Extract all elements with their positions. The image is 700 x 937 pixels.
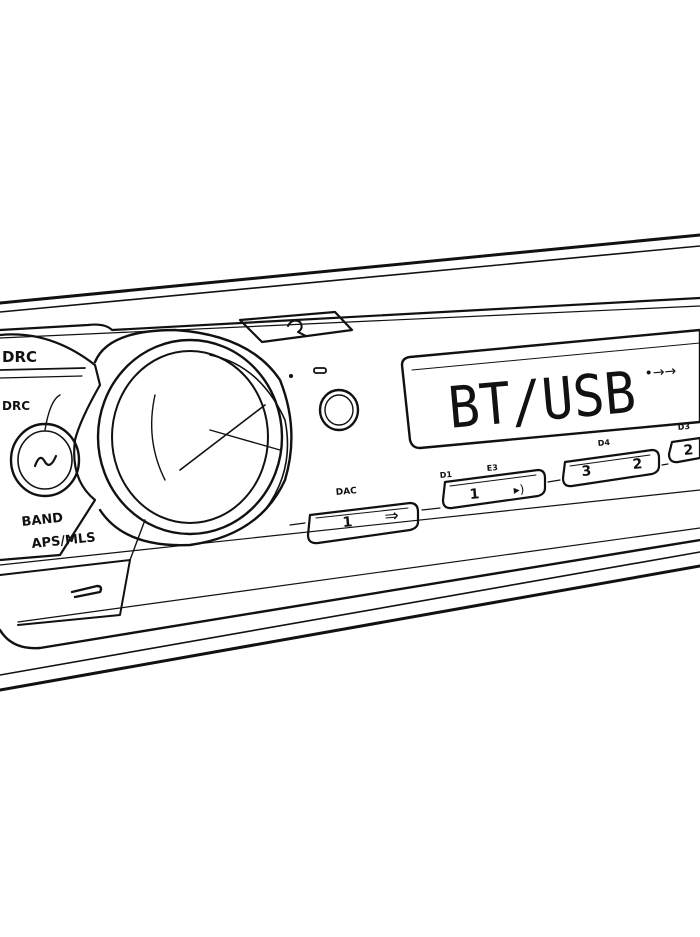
drc-top-label: DRC (2, 348, 37, 366)
eject-button[interactable] (70, 584, 103, 599)
preset-1-glyph: ⇒ (384, 506, 400, 527)
search-button[interactable] (238, 310, 354, 344)
preset-2-number: 1 (469, 486, 480, 503)
preset-4-top-label: D3 (677, 422, 690, 432)
preset-button-1[interactable] (306, 501, 420, 545)
preset-3-number-right: 2 (632, 456, 643, 473)
display-arrow: •→→ (644, 363, 677, 382)
round-small-button[interactable] (318, 388, 360, 432)
wave-icon (33, 454, 58, 468)
preset-1-number: 1 (342, 514, 353, 531)
panel-dividers (289, 463, 669, 526)
faceplate (0, 296, 700, 650)
indicator-led (289, 367, 327, 378)
preset-button-4[interactable] (667, 436, 700, 464)
preset-2-top-right: E3 (486, 463, 498, 473)
drc-side-label: DRC (2, 399, 30, 413)
volume-knob[interactable] (93, 328, 293, 547)
source-button[interactable] (9, 422, 81, 498)
display-text: BT/USB (445, 358, 638, 441)
band-label: BAND (21, 511, 64, 530)
preset-button-3[interactable] (561, 448, 661, 488)
preset-2-glyph: ▸) (513, 482, 525, 497)
preset-3-number-left: 3 (581, 463, 592, 480)
knob-pointer (179, 404, 266, 471)
left-control-panel (0, 333, 146, 626)
preset-3-top-label: D4 (597, 438, 610, 448)
chassis (0, 233, 700, 692)
eject-icon (70, 584, 103, 599)
search-icon (287, 319, 307, 337)
preset-2-top-left: D1 (439, 470, 452, 480)
preset-1-top-label: DAC (335, 486, 357, 498)
preset-4-number: 2 (683, 442, 694, 459)
aps-mls-label: APS/MLS (31, 530, 97, 552)
preset-button-2[interactable] (441, 468, 547, 510)
lcd-display (400, 328, 700, 450)
